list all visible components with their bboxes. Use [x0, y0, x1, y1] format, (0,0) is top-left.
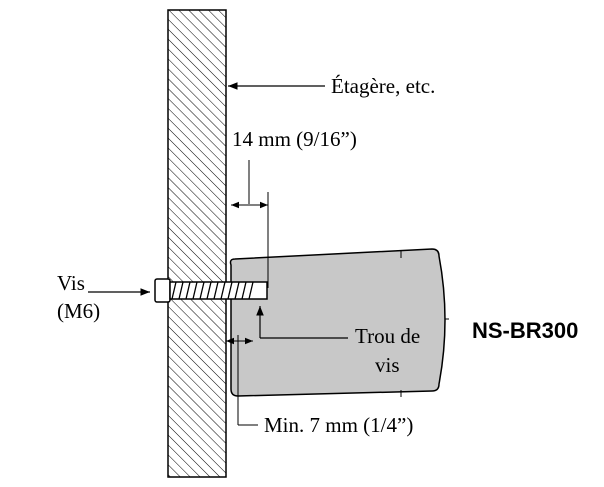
shelf-callout: Étagère, etc. — [228, 74, 435, 98]
gap-dimension: Min. 7 mm (1/4”) — [226, 335, 413, 437]
hole-callout: Trou de vis — [256, 306, 420, 377]
gap-label: Min. 7 mm (1/4”) — [264, 413, 413, 437]
screw-icon — [154, 278, 268, 303]
depth-dimension: 14 mm (9/16”) — [231, 127, 357, 288]
screw-label-line1: Vis — [57, 271, 85, 295]
speaker-icon — [229, 248, 449, 397]
model-label: NS-BR300 — [472, 318, 578, 343]
hole-label-line1: Trou de — [355, 324, 420, 348]
hole-label-line2: vis — [375, 353, 400, 377]
screw-callout: Vis (M6) — [57, 271, 150, 323]
screw-label-line2: (M6) — [57, 299, 100, 323]
shelf-label: Étagère, etc. — [331, 74, 435, 98]
wall-icon — [167, 9, 227, 478]
depth-label: 14 mm (9/16”) — [232, 127, 357, 151]
